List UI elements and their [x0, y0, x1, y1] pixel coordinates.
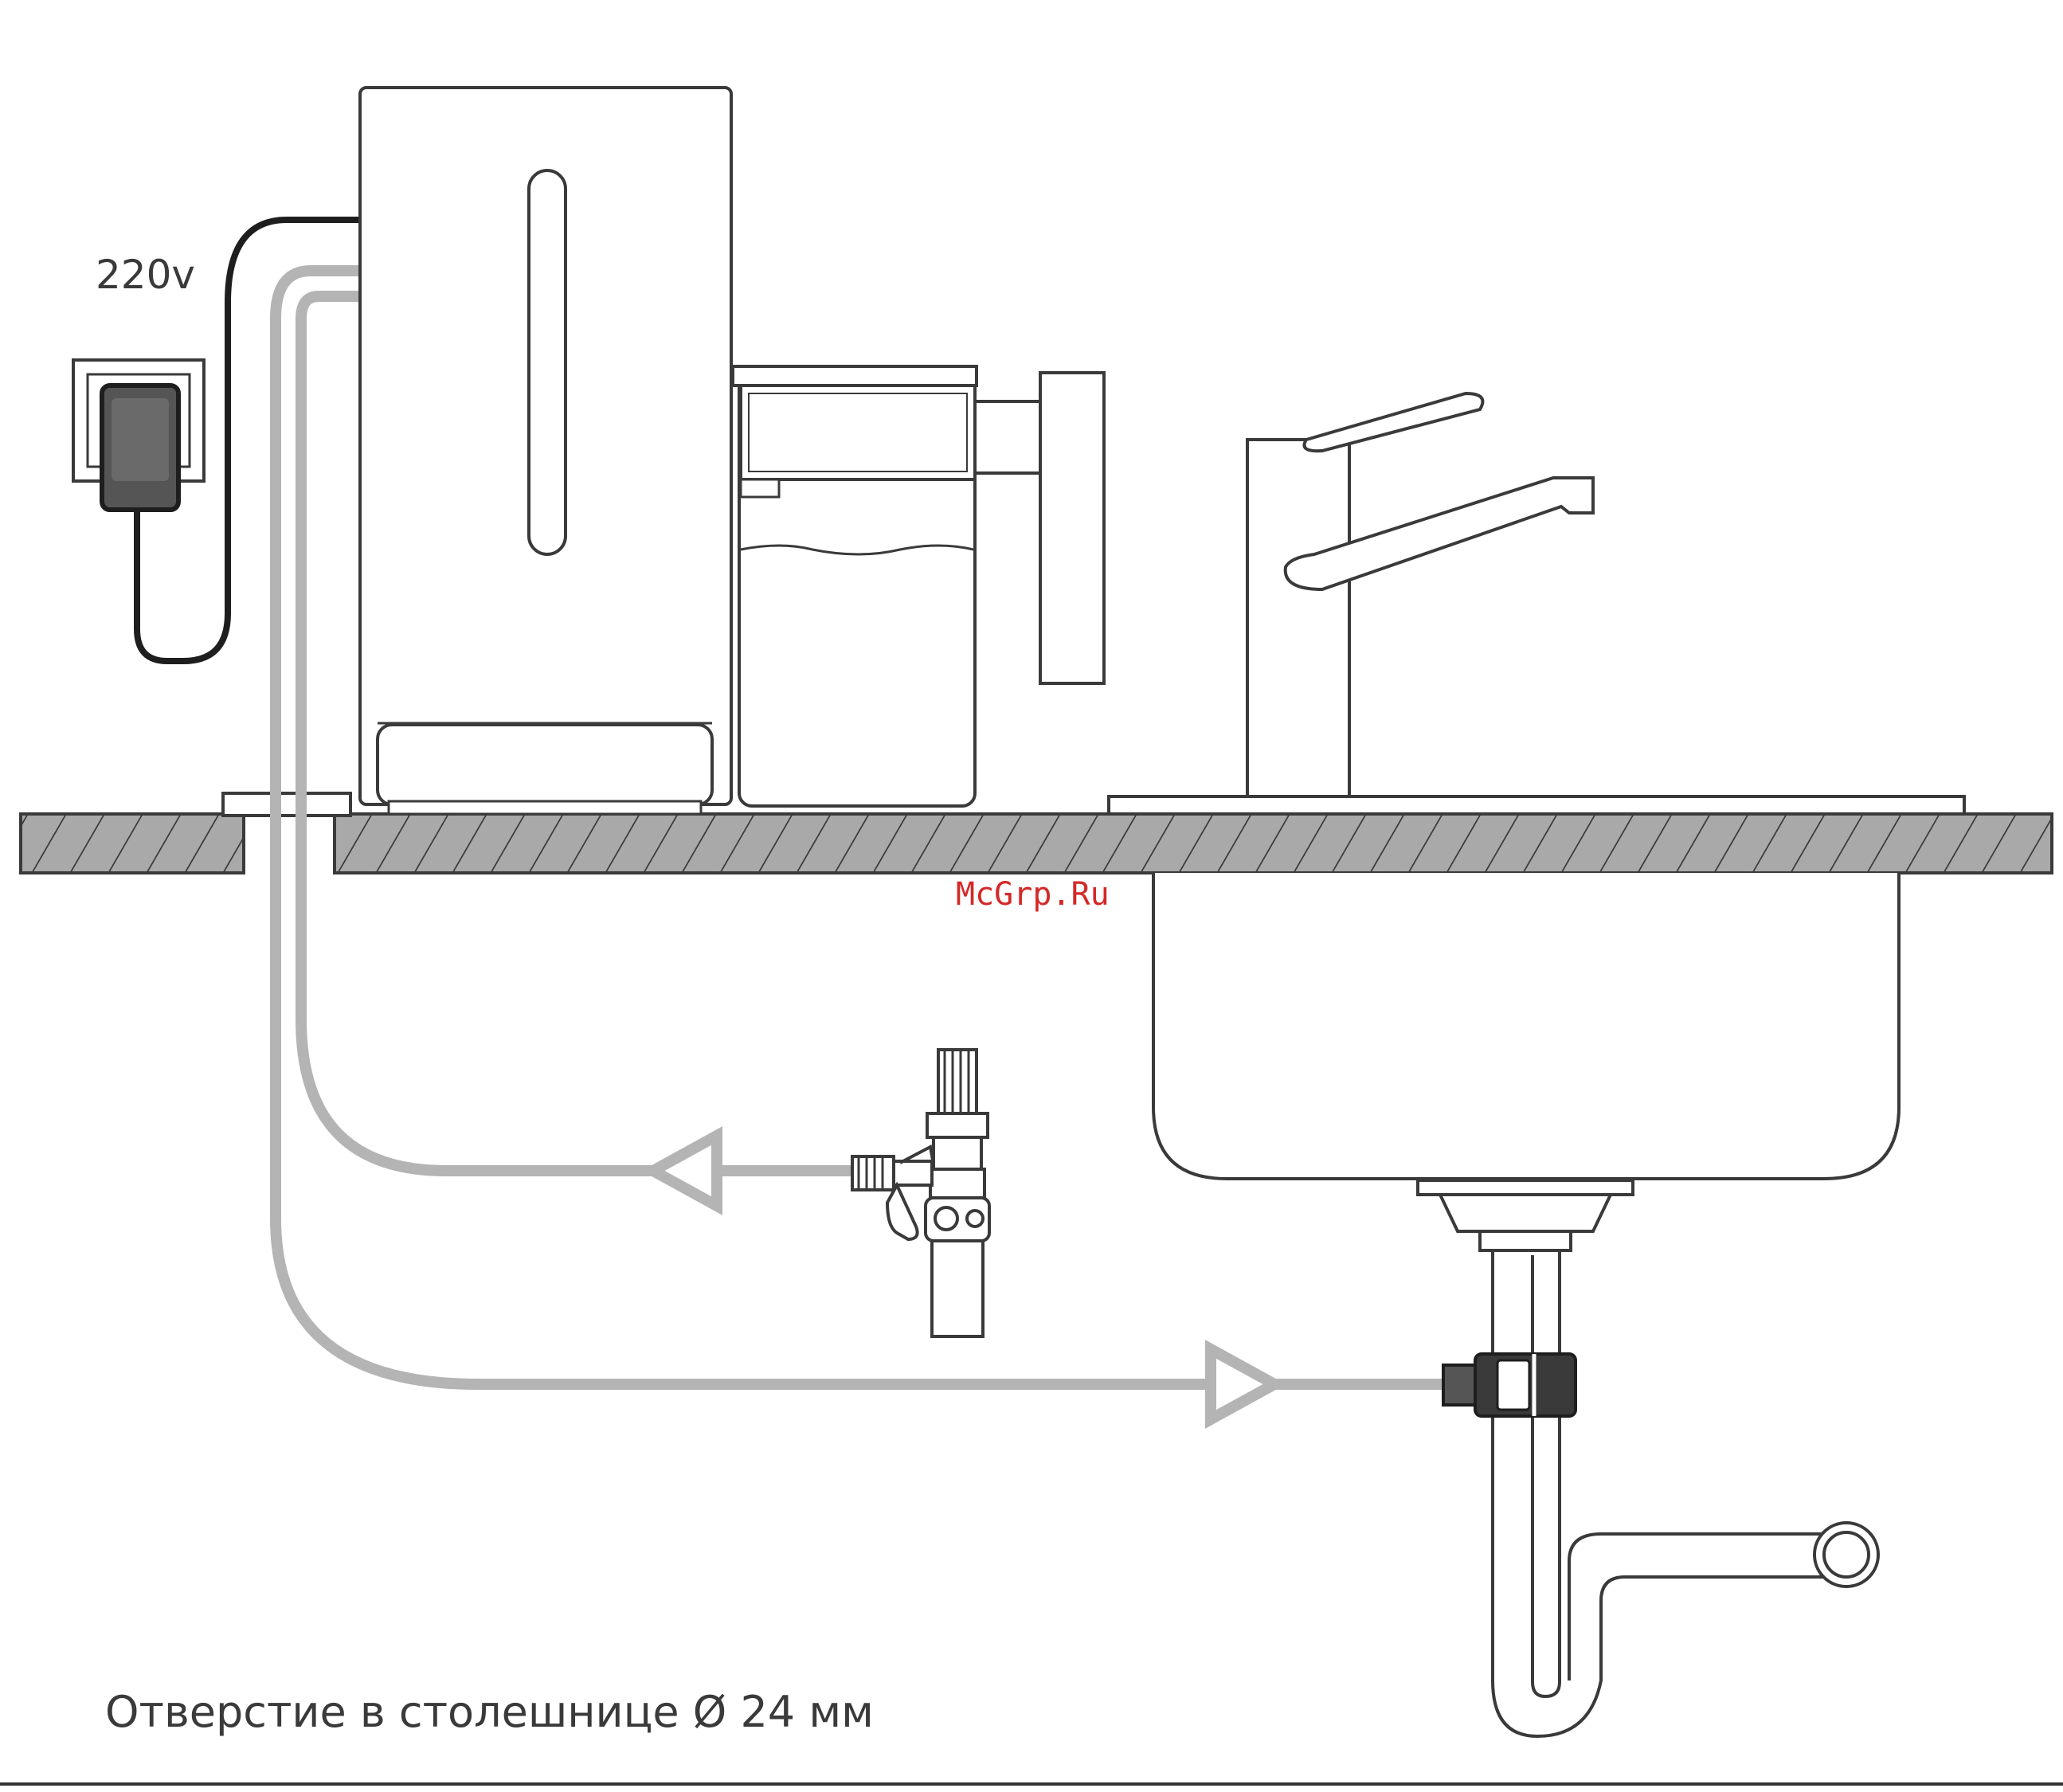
drain-arrow [1211, 1349, 1274, 1419]
watermark-text: McGrp.Ru [956, 876, 1110, 913]
drain-clamp-icon [1443, 1354, 1576, 1416]
countertop-hole-caption: Отверстие в столешнице Ø 24 мм [105, 1687, 874, 1737]
filter-unit [360, 88, 731, 814]
kitchen-faucet [1109, 393, 1964, 814]
inlet-arrow [653, 1136, 717, 1206]
water-pitcher [733, 366, 1104, 806]
inlet-valve-icon [852, 1050, 989, 1336]
power-adapter-icon [102, 385, 178, 510]
sink-bowl [1153, 873, 1899, 1250]
voltage-label: 220v [96, 252, 195, 298]
siphon-pipe [1493, 1250, 1878, 1736]
bottom-divider [0, 1782, 2063, 1786]
